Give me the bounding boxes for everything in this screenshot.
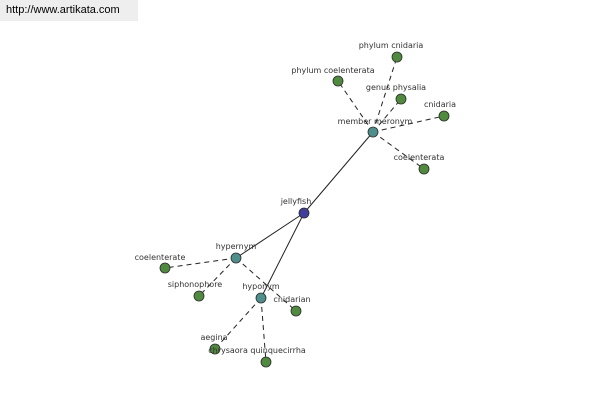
- node-label-cnidarian: cnidarian: [273, 295, 310, 304]
- node-label-coelenterata: coelenterata: [394, 153, 445, 162]
- leaf-node-aegina[interactable]: [209, 343, 221, 355]
- edge-member-meronym-cnidaria: [372, 115, 445, 133]
- edge-member-meronym-phylum-coelenterata: [337, 80, 374, 133]
- edge-jellyfish-hypernym: [235, 212, 305, 259]
- leaf-node-cnidaria[interactable]: [438, 110, 450, 122]
- node-label-genus-physalia: genus physalia: [366, 83, 426, 92]
- node-label-phylum-cnidaria: phylum cnidaria: [359, 41, 424, 50]
- edge-hyponym-aegina: [214, 297, 262, 350]
- node-label-aegina: aegina: [200, 333, 227, 342]
- leaf-node-coelenterate[interactable]: [159, 262, 171, 274]
- node-label-hypernym: hypernym: [216, 242, 257, 251]
- leaf-node-coelenterata[interactable]: [418, 163, 430, 175]
- leaf-node-genus-physalia[interactable]: [395, 93, 407, 105]
- node-label-hyponym: hyponym: [242, 282, 280, 291]
- node-label-phylum-coelenterata: phylum coelenterata: [291, 66, 374, 75]
- leaf-node-chrysaora-quinquecirrha[interactable]: [260, 356, 272, 368]
- edge-hypernym-coelenterate: [164, 257, 237, 269]
- node-label-chrysaora-quinquecirrha: chrysaora quinquecirrha: [208, 346, 306, 355]
- edge-member-meronym-phylum-cnidaria: [372, 56, 398, 133]
- graph-labels: jellyfish member meronym hypernym hyponym ph…: [135, 41, 457, 355]
- edge-hypernym-cnidarian: [235, 257, 297, 312]
- edge-member-meronym-coelenterata: [372, 131, 425, 170]
- edge-hypernym-siphonophore: [198, 257, 237, 297]
- node-label-cnidaria: cnidaria: [424, 100, 456, 109]
- leaf-node-cnidarian[interactable]: [290, 305, 302, 317]
- relation-node-member-meronym[interactable]: [367, 126, 379, 138]
- relation-node-hypernym[interactable]: [230, 252, 242, 264]
- leaf-node-siphonophore[interactable]: [193, 290, 205, 302]
- center-node-jellyfish[interactable]: [298, 207, 310, 219]
- graph-edges: [164, 56, 445, 363]
- source-link-bar: http://www.artikata.com: [0, 0, 138, 21]
- node-label-jellyfish: jellyfish: [280, 197, 312, 206]
- node-label-member-meronym: member meronym: [338, 117, 413, 126]
- edge-hyponym-chrysaora-quinquecirrha: [260, 297, 267, 363]
- node-label-siphonophore: siphonophore: [168, 280, 223, 289]
- edge-jellyfish-hyponym: [260, 212, 305, 299]
- leaf-node-phylum-coelenterata[interactable]: [332, 75, 344, 87]
- source-link[interactable]: http://www.artikata.com: [6, 4, 120, 16]
- edge-jellyfish-member-meronym: [303, 131, 374, 214]
- node-label-coelenterate: coelenterate: [135, 253, 186, 262]
- relation-node-hyponym[interactable]: [255, 292, 267, 304]
- leaf-node-phylum-cnidaria[interactable]: [391, 51, 403, 63]
- edge-member-meronym-genus-physalia: [372, 98, 402, 133]
- graph-nodes: [159, 51, 450, 368]
